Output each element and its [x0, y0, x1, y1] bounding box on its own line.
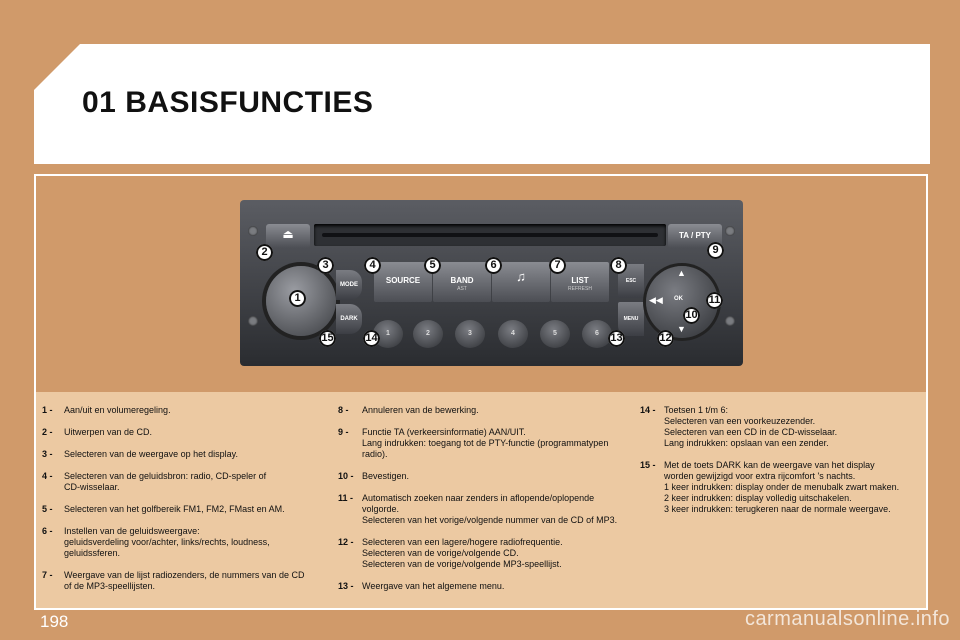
- arrow-up-icon[interactable]: ▲: [677, 268, 686, 278]
- legend-number: 14 -: [640, 405, 656, 415]
- page-title: 01 BASISFUNCTIES: [82, 86, 374, 119]
- legend-number: 7 -: [42, 570, 53, 580]
- legend-text: Selecteren van een lagere/hogere radiofr…: [362, 537, 563, 569]
- esc-button[interactable]: ESC: [618, 264, 644, 298]
- legend-text: Selecteren van het golfbereik FM1, FM2, …: [64, 504, 285, 514]
- mode-button[interactable]: MODE: [336, 270, 362, 300]
- legend-item: 6 - Instellen van de geluidsweergave: gel…: [42, 526, 332, 559]
- legend-item: 13 - Weergave van het algemene menu.: [338, 581, 633, 592]
- callout-7: 7: [549, 257, 566, 274]
- legend-text: Functie TA (verkeersinformatie) AAN/UIT.…: [362, 427, 609, 459]
- screw: [725, 316, 735, 326]
- legend-item: 1 - Aan/uit en volumeregeling.: [42, 405, 332, 416]
- legend-item: 14 - Toetsen 1 t/m 6: Selecteren van een …: [640, 405, 930, 449]
- callout-12: 12: [657, 330, 674, 347]
- callout-5: 5: [424, 257, 441, 274]
- callout-2: 2: [256, 244, 273, 261]
- legend-column-3: 14 - Toetsen 1 t/m 6: Selecteren van een …: [640, 405, 930, 526]
- dark-button[interactable]: DARK: [336, 304, 362, 334]
- legend-text: Selecteren van de geluidsbron: radio, CD…: [64, 471, 267, 492]
- legend-item: 2 - Uitwerpen van de CD.: [42, 427, 332, 438]
- preset-button-6[interactable]: 6: [582, 320, 612, 348]
- legend-number: 2 -: [42, 427, 53, 437]
- callout-1: 1: [289, 290, 306, 307]
- content-frame: [34, 174, 928, 610]
- legend-number: 4 -: [42, 471, 53, 481]
- screw: [725, 226, 735, 236]
- audio-settings-button[interactable]: ♫: [492, 262, 550, 302]
- preset-button-2[interactable]: 2: [413, 320, 443, 348]
- legend-item: 15 - Met de toets DARK kan de weergave va…: [640, 460, 930, 515]
- legend-panel: [36, 392, 926, 608]
- legend-number: 11 -: [338, 493, 354, 503]
- callout-4: 4: [364, 257, 381, 274]
- legend-text: Automatisch zoeken naar zenders in aflop…: [362, 493, 618, 525]
- legend-text: Aan/uit en volumeregeling.: [64, 405, 171, 415]
- legend-item: 11 - Automatisch zoeken naar zenders in a…: [338, 493, 633, 526]
- source-button[interactable]: SOURCE: [374, 262, 432, 302]
- legend-text: Weergave van de lijst radiozenders, de n…: [64, 570, 305, 591]
- preset-button-5[interactable]: 5: [540, 320, 570, 348]
- screw: [248, 316, 258, 326]
- legend-item: 10 - Bevestigen.: [338, 471, 633, 482]
- legend-item: 12 - Selecteren van een lagere/hogere rad…: [338, 537, 633, 570]
- rewind-icon[interactable]: ◀◀: [649, 295, 663, 305]
- music-note-icon: ♫: [516, 269, 526, 284]
- legend-number: 13 -: [338, 581, 354, 591]
- legend-number: 9 -: [338, 427, 349, 437]
- legend-text: Instellen van de geluidsweergave: geluid…: [64, 526, 270, 558]
- legend-number: 5 -: [42, 504, 53, 514]
- legend-item: 5 - Selecteren van het golfbereik FM1, FM…: [42, 504, 332, 515]
- page-number: 198: [40, 612, 69, 631]
- legend-text: Met de toets DARK kan de weergave van he…: [664, 460, 900, 514]
- callout-10: 10: [683, 307, 700, 324]
- legend-number: 3 -: [42, 449, 53, 459]
- watermark: carmanualsonline.info: [744, 608, 950, 630]
- callout-6: 6: [485, 257, 502, 274]
- legend-text: Selecteren van de weergave op het displa…: [64, 449, 238, 459]
- callout-13: 13: [608, 330, 625, 347]
- callout-11: 11: [706, 292, 723, 309]
- callout-9: 9: [707, 242, 724, 259]
- callout-3: 3: [317, 257, 334, 274]
- legend-number: 1 -: [42, 405, 53, 415]
- legend-text: Toetsen 1 t/m 6: Selecteren van een voor…: [664, 405, 838, 448]
- legend-item: 7 - Weergave van de lijst radiozenders, d…: [42, 570, 332, 592]
- eject-button[interactable]: ⏏: [266, 224, 310, 248]
- legend-text: Uitwerpen van de CD.: [64, 427, 153, 437]
- legend-number: 12 -: [338, 537, 354, 547]
- legend-item: 8 - Annuleren van de bewerking.: [338, 405, 633, 416]
- legend-text: Annuleren van de bewerking.: [362, 405, 479, 415]
- callout-14: 14: [363, 330, 380, 347]
- preset-button-4[interactable]: 4: [498, 320, 528, 348]
- legend-number: 6 -: [42, 526, 53, 536]
- legend-text: Weergave van het algemene menu.: [362, 581, 505, 591]
- legend-number: 10 -: [338, 471, 354, 481]
- screw: [248, 226, 258, 236]
- arrow-down-icon[interactable]: ▼: [677, 324, 686, 334]
- legend-item: 9 - Functie TA (verkeersinformatie) AAN/U…: [338, 427, 633, 460]
- callout-15: 15: [319, 330, 336, 347]
- cd-slot: [314, 224, 666, 246]
- legend-column-2: 8 - Annuleren van de bewerking. 9 - Functie…: [338, 405, 633, 603]
- legend-text: Bevestigen.: [362, 471, 410, 481]
- menu-button[interactable]: MENU: [618, 302, 644, 336]
- eject-icon: ⏏: [282, 227, 294, 241]
- callout-8: 8: [610, 257, 627, 274]
- legend-number: 15 -: [640, 460, 656, 470]
- preset-button-3[interactable]: 3: [455, 320, 485, 348]
- ok-button[interactable]: OK: [674, 296, 683, 302]
- legend-item: 4 - Selecteren van de geluidsbron: radio,…: [42, 471, 332, 493]
- legend-number: 8 -: [338, 405, 349, 415]
- header-band: [34, 44, 930, 164]
- legend-column-1: 1 - Aan/uit en volumeregeling. 2 - Uitwerpe…: [42, 405, 332, 603]
- legend-item: 3 - Selecteren van de weergave op het dis…: [42, 449, 332, 460]
